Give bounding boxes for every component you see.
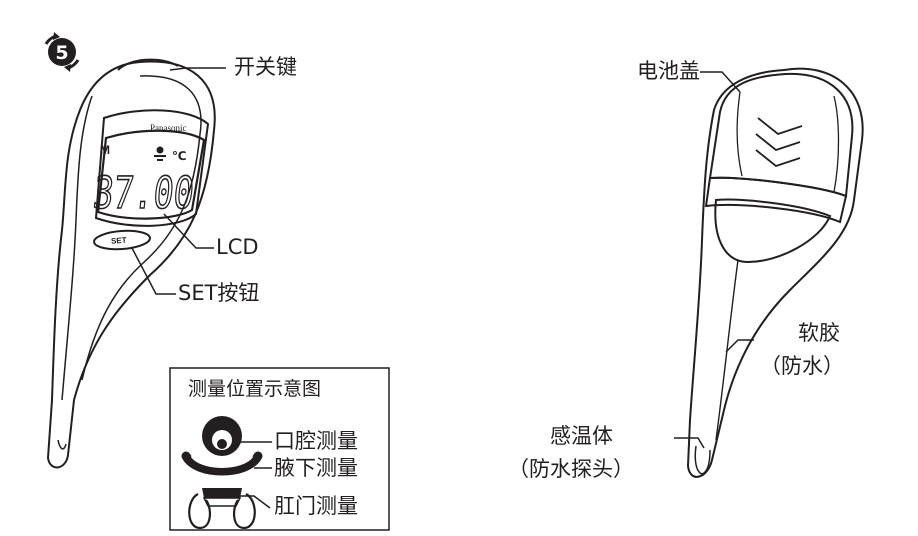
battery-cover-label: 电池盖 [637, 59, 700, 83]
front-leader-lines [131, 67, 226, 295]
position-armpit-label: 腋下测量 [274, 456, 358, 480]
soft-rubber-note: （防水） [760, 354, 844, 378]
power-key-label: 开关键 [234, 55, 297, 79]
front-body-outline [46, 60, 216, 469]
back-body-outline [686, 67, 864, 478]
back-leader-lines [674, 71, 754, 449]
sensor-tip [694, 445, 711, 475]
brand-logo: Panasonic [150, 123, 187, 133]
position-rectal-label: 肛门测量 [274, 494, 358, 518]
temperature-reading: 37.00 [91, 168, 196, 219]
sensor-note: （防水探头） [508, 457, 634, 481]
positions-box-title: 测量位置示意图 [188, 378, 322, 400]
armpit-position-icon [181, 451, 263, 476]
set-button-text: SET [111, 236, 127, 246]
thermometer-front [46, 58, 216, 469]
lcd-label: LCD [216, 235, 259, 259]
mode-indicator: M [100, 143, 110, 157]
environment-period-badge: 5 [44, 32, 80, 72]
set-button-label: SET按钮 [178, 281, 260, 305]
lcd-screen [96, 129, 206, 220]
baby-icon-body [154, 155, 166, 161]
baby-icon [156, 146, 164, 154]
set-button[interactable] [93, 229, 151, 251]
badge-number: 5 [55, 42, 68, 64]
unit-indicator: ℃ [172, 149, 187, 163]
power-key[interactable] [117, 58, 179, 71]
soft-rubber-label: 软胶 [798, 321, 840, 345]
position-oral-label: 口腔测量 [274, 429, 358, 453]
thermometer-back [686, 67, 864, 478]
sensor-label: 感温体 [550, 424, 613, 448]
positions-box [169, 367, 390, 531]
